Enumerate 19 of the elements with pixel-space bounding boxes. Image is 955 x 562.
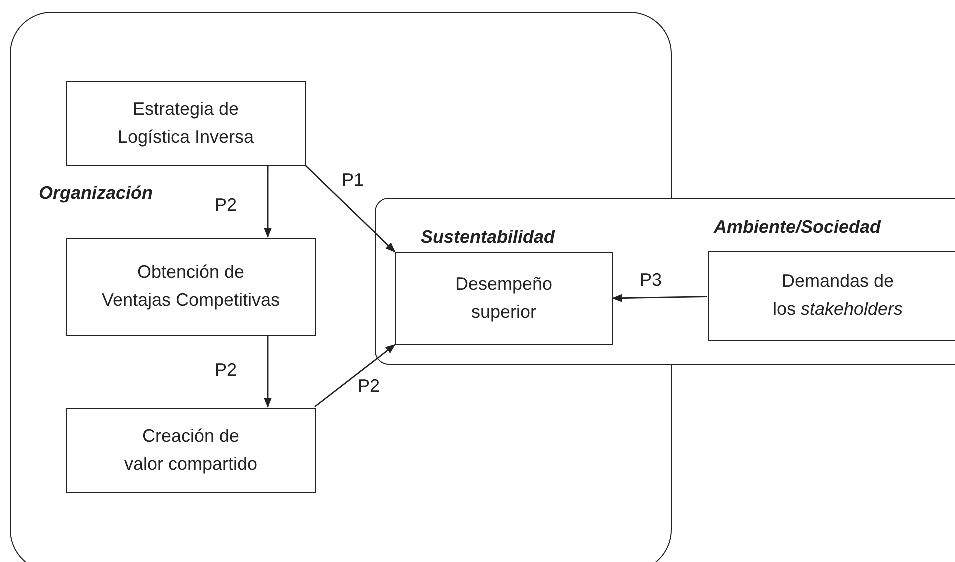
edge-label: P2 xyxy=(358,376,380,397)
region-heading: Sustentabilidad xyxy=(421,227,556,248)
edge-label: P2 xyxy=(215,195,238,216)
region-heading: Ambiente/Sociedad xyxy=(714,217,882,238)
process-box: Desempeño superior xyxy=(395,252,613,345)
process-box: Estrategia de Logística Inversa xyxy=(66,81,306,166)
region-heading: Organización xyxy=(39,183,154,204)
edge-label: P1 xyxy=(342,170,364,191)
organization-region xyxy=(10,12,672,562)
arrow xyxy=(304,164,396,253)
edge-label: P3 xyxy=(640,270,662,291)
arrow xyxy=(314,344,396,408)
arrow xyxy=(612,294,708,302)
arrow xyxy=(264,165,272,238)
edge-label: P2 xyxy=(215,360,238,381)
arrow xyxy=(264,335,272,408)
process-box: Creación de valor compartido xyxy=(66,408,316,493)
process-box: Obtención de Ventajas Competitivas xyxy=(66,238,316,336)
process-box: Demandas de los stakeholders xyxy=(708,251,955,341)
